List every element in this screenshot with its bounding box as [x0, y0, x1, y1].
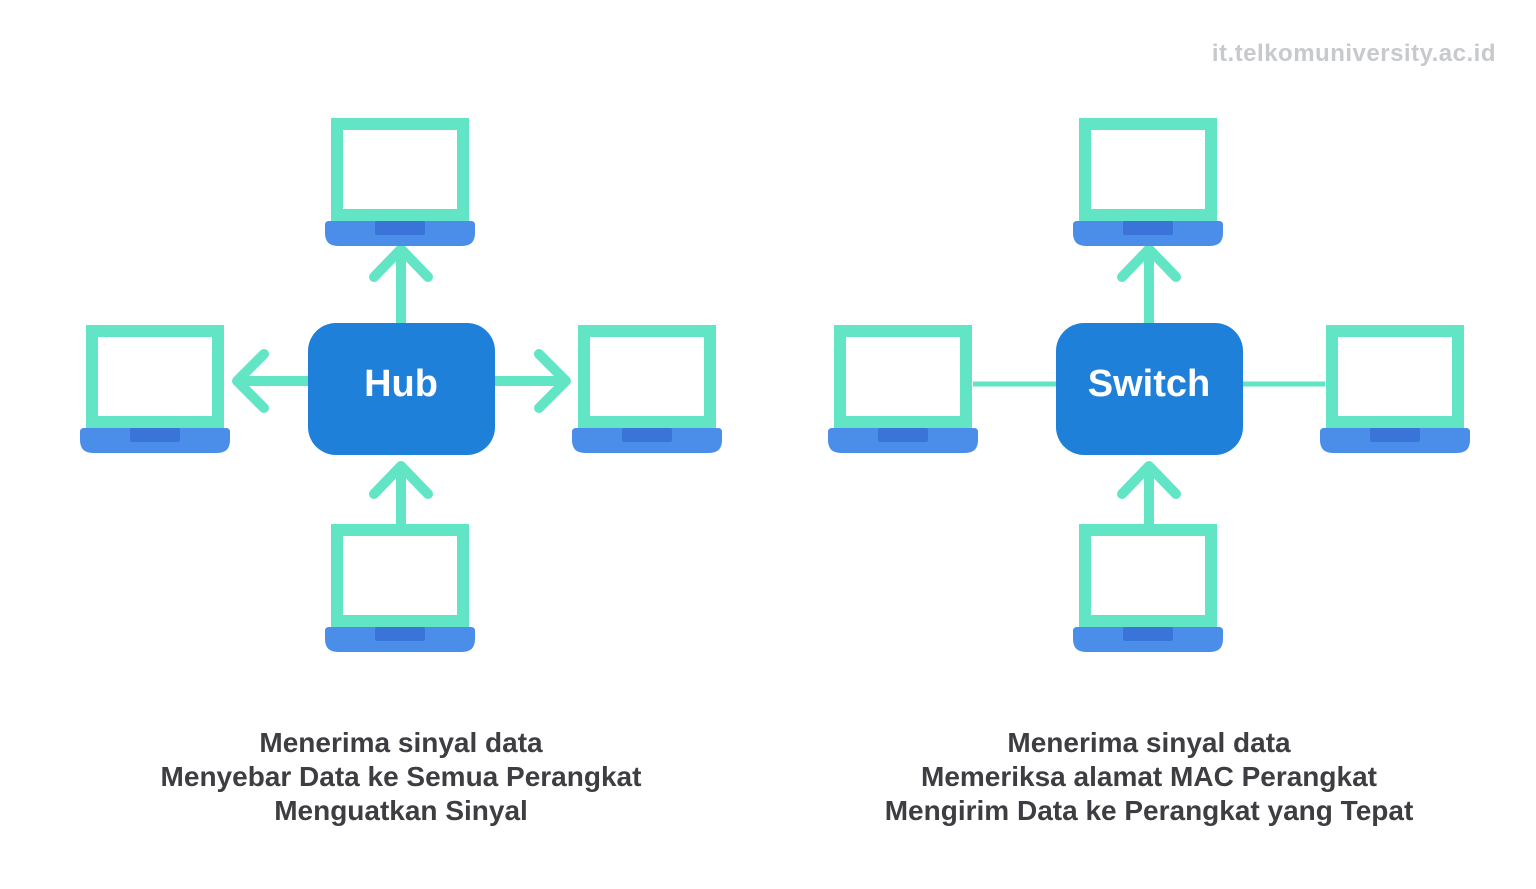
laptop-icon-bottom — [1073, 524, 1223, 652]
hub-caption: Menerima sinyal data Menyebar Data ke Se… — [80, 726, 722, 828]
laptop-icon-bottom — [325, 524, 475, 652]
hub-diagram: Hub Menerima sinyal data Menyebar Data k… — [80, 118, 722, 828]
switch-diagram-graphic: Switch — [828, 118, 1470, 652]
laptop-icon-right — [1320, 325, 1470, 453]
bottom-laptop-arrow-to-hub — [369, 461, 433, 533]
switch-caption-line-1: Menerima sinyal data — [1007, 727, 1291, 758]
hub-node-label: Hub — [364, 363, 438, 405]
switch-caption: Menerima sinyal data Memeriksa alamat MA… — [828, 726, 1470, 828]
switch-arrow-to-top-laptop — [1117, 244, 1181, 328]
hub-arrow-to-right-laptop — [490, 349, 571, 413]
watermark-text: it.telkomuniversity.ac.id — [1211, 40, 1496, 67]
hub-arrow-to-left-laptop — [232, 349, 313, 413]
hub-caption-line-2: Menyebar Data ke Semua Perangkat — [160, 761, 642, 792]
switch-caption-line-2: Memeriksa alamat MAC Perangkat — [921, 761, 1377, 792]
laptop-icon-left — [80, 325, 230, 453]
laptop-icon-left — [828, 325, 978, 453]
hub-caption-line-3: Menguatkan Sinyal — [274, 795, 528, 826]
laptop-icon-right — [572, 325, 722, 453]
laptop-icon-top — [1073, 118, 1223, 246]
switch-node-box — [1056, 323, 1243, 455]
hub-diagram-graphic: Hub — [80, 118, 722, 652]
hub-arrow-to-top-laptop — [369, 244, 433, 328]
laptop-icon-top — [325, 118, 475, 246]
bottom-laptop-arrow-to-switch — [1117, 461, 1181, 533]
switch-node-label: Switch — [1088, 363, 1210, 405]
hub-node-box — [308, 323, 495, 455]
hub-caption-line-1: Menerima sinyal data — [259, 727, 543, 758]
switch-caption-line-3: Mengirim Data ke Perangkat yang Tepat — [884, 795, 1414, 826]
switch-diagram: Switch Menerima sinyal data Memeriksa al… — [828, 118, 1470, 828]
